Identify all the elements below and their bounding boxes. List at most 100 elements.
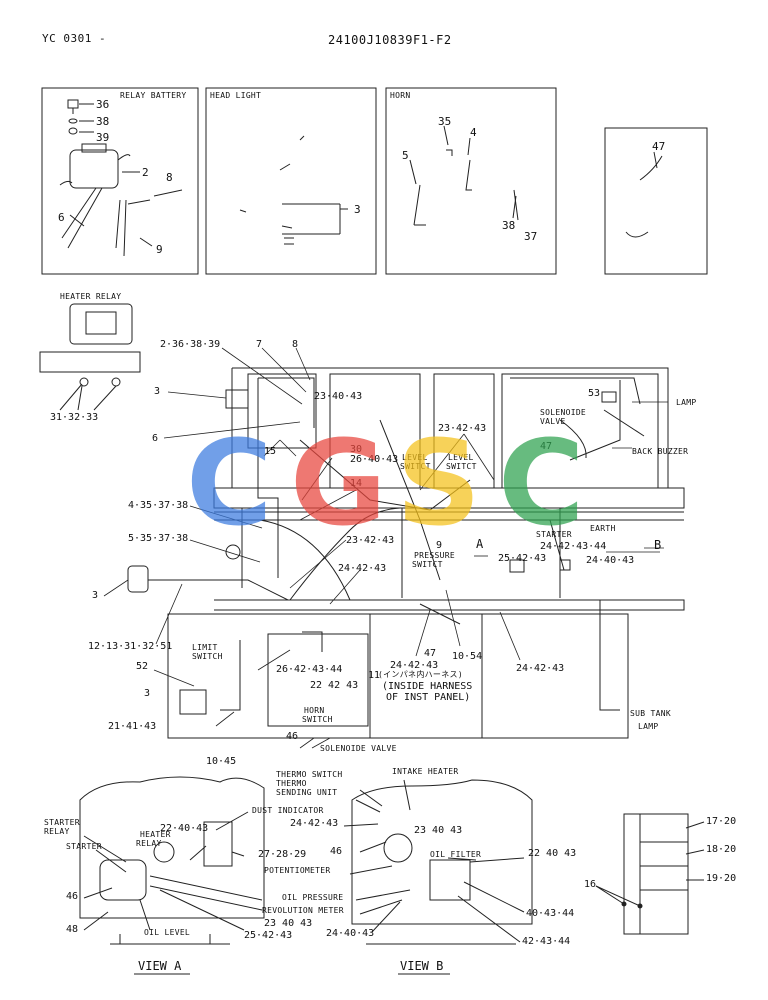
view-a-label-11: 23 40 43	[264, 918, 313, 929]
watermark-letter-s: S	[396, 414, 481, 552]
main-center-5: 9	[436, 540, 443, 551]
horn-callout-5: 5	[402, 149, 409, 162]
view-b-label-10: OIL PRESSURE	[282, 893, 344, 902]
main-right-7: EARTH	[590, 524, 616, 533]
horn-callout-37: 37	[524, 230, 538, 243]
main-lower-18: LAMP	[638, 722, 659, 731]
main-wiring	[148, 377, 645, 711]
view-b-label-6: 46	[330, 846, 343, 857]
view-b-engine	[343, 779, 533, 945]
main-lower-9: SWITCH	[302, 715, 333, 724]
main-top-4: 30	[350, 444, 363, 455]
view-a-label-1: RELAY	[44, 827, 70, 836]
callout-8: 8	[166, 171, 173, 184]
head-light-parts	[239, 135, 348, 245]
heater-relay-drawing	[39, 303, 141, 411]
view-a-title: VIEW A	[138, 959, 182, 973]
main-lower-3: 3	[144, 688, 151, 699]
view-b-label-1: THERMO	[276, 779, 307, 788]
panel-head-light	[205, 87, 377, 275]
horn-callout-38: 38	[502, 219, 516, 232]
main-center-1: LEVEL	[402, 453, 428, 462]
main-lower-1: SWITCH	[192, 652, 223, 661]
view-b-label-4: 24·42·43	[290, 818, 339, 829]
main-center-2: SWITCT	[400, 462, 431, 471]
main-center-0: 23·42·43	[438, 423, 487, 434]
view-a-label-6: DUST INDICATOR	[252, 806, 324, 815]
drawing-number: 24100J10839F1-F2	[328, 33, 452, 47]
view-a-label-9: 48	[66, 924, 79, 935]
main-right-2: SOLENOIDE	[540, 408, 587, 417]
watermark-letter-c1: C	[186, 414, 273, 552]
horn-title: HORN	[390, 91, 411, 100]
main-lower-11: SOLENOIDE VALVE	[320, 744, 397, 753]
view-b-label-5: 23 40 43	[414, 825, 463, 836]
main-top-2: 23·40·43	[314, 391, 363, 402]
relay-battery-title: RELAY BATTERY	[120, 91, 187, 100]
view-a-engine	[79, 776, 265, 945]
main-right-1: 53	[588, 388, 601, 399]
view-b-label-7: POTENTIOMETER	[264, 866, 331, 875]
view-a-label-0: STARTER	[44, 818, 80, 827]
callout-39: 39	[96, 131, 110, 144]
lamp-parts	[625, 151, 663, 238]
main-center-3: LEVEL	[448, 453, 474, 462]
main-top-5: 26·40·43	[350, 454, 399, 465]
view-b-label-12: 40·43·44	[526, 908, 575, 919]
callout-9: 9	[156, 243, 163, 256]
main-left-1: 3	[154, 386, 161, 397]
fuse-label-2: 19·20	[706, 873, 737, 884]
main-right-6: STARTER	[536, 530, 572, 539]
view-a-label-5: 22·40·43	[160, 823, 209, 834]
main-left-6: 12·13·31·32·51	[88, 641, 173, 652]
main-center-4: SWITCT	[446, 462, 477, 471]
view-a-label-3: HEATER	[140, 830, 171, 839]
watermark-letter-g: G	[290, 414, 387, 552]
head-light-title: HEAD LIGHT	[210, 91, 262, 100]
horn-callout-4: 4	[470, 126, 477, 139]
view-b-label-9: 22 40 43	[528, 848, 577, 859]
main-top-1: 8	[292, 339, 299, 350]
main-center-6: PRESSURE	[414, 551, 455, 560]
main-lower-4: 21·41·43	[108, 721, 157, 732]
view-b-label-3: INTAKE HEATER	[392, 767, 459, 776]
view-a-label-12: 25·42·43	[244, 930, 293, 941]
main-lower-16: 24·42·43	[516, 663, 565, 674]
main-top-6: 14	[350, 478, 363, 489]
main-top-7: 23·42·43	[346, 535, 395, 546]
relay-battery-parts	[59, 99, 183, 257]
inst-panel-line1: (INSIDE HARNESS	[382, 681, 473, 692]
fuse-box-drawing	[595, 813, 705, 935]
fuse-label-0: 17·20	[706, 816, 737, 827]
main-right-0: LAMP	[676, 398, 697, 407]
main-right-8: 24·42·43·44	[540, 541, 607, 552]
main-lower-14: 47	[424, 648, 437, 659]
main-left-3: 4·35·37·38	[128, 500, 189, 511]
heater-relay-title: HEATER RELAY	[60, 292, 122, 301]
callout-36: 36	[96, 98, 110, 111]
main-lower-7: 22 42 43	[310, 680, 359, 691]
watermark-letter-c2: C	[498, 414, 585, 552]
main-right-10: 24·40·43	[586, 555, 635, 566]
main-lower-6: 26·42·43·44	[276, 664, 343, 675]
view-b-label-2: SENDING UNIT	[276, 788, 338, 797]
main-lower-10: 46	[286, 731, 299, 742]
fuse-label-3: 16	[584, 879, 597, 890]
view-b-title: VIEW B	[400, 959, 444, 973]
view-b-label-13: 24·40·43	[326, 928, 375, 939]
view-a-label-7: 27·28·29	[258, 849, 307, 860]
horn-parts	[409, 125, 519, 226]
fuse-label-1: 18·20	[706, 844, 737, 855]
main-center-7: SWITCT	[412, 560, 443, 569]
panel-horn	[385, 87, 557, 275]
main-center-9: 25·42·43	[498, 553, 547, 564]
heater-relay-callout: 31·32·33	[50, 412, 99, 423]
callout-2: 2	[142, 166, 149, 179]
leader-lines	[103, 347, 668, 749]
view-b-label-14: 42·43·44	[522, 936, 571, 947]
view-a-label-8: 46	[66, 891, 79, 902]
main-right-5: BACK BUZZER	[632, 447, 689, 456]
drawing-code-left: YC 0301 -	[42, 32, 107, 45]
main-left-5: 3	[92, 590, 99, 601]
